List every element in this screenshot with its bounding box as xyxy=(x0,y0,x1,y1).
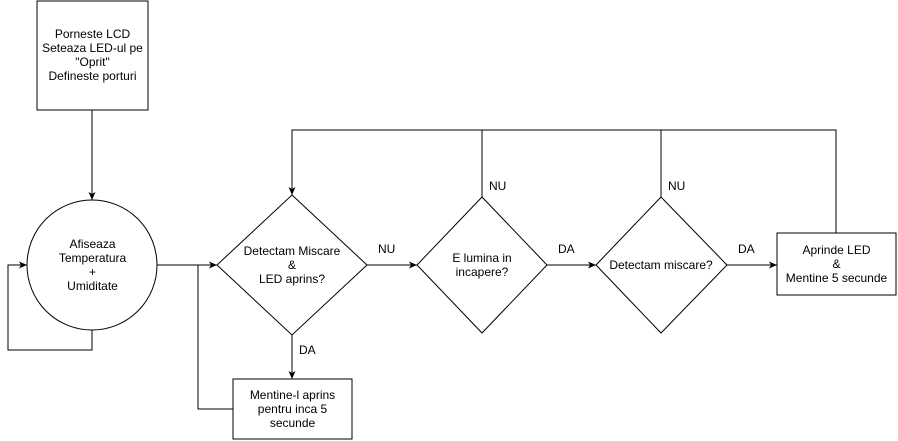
detect-motion-led-label: Detectam Miscare & LED aprins? xyxy=(243,244,341,286)
edge-label-light-no: NU xyxy=(489,179,507,193)
edge-label-light-yes: DA xyxy=(558,242,575,256)
arrow-display-self-loop xyxy=(7,261,93,351)
edge-label-motion-yes: DA xyxy=(738,242,755,256)
arrow-loop-back-top xyxy=(288,129,837,233)
light-in-room-diamond xyxy=(416,196,548,334)
init-box xyxy=(36,0,149,111)
display-label: Afiseaza Temperatura + Umiditate xyxy=(58,237,127,293)
detect-motion-label: Detectam miscare? xyxy=(609,258,713,272)
edge-label-motion-led-yes: DA xyxy=(299,343,316,357)
detect-motion-diamond xyxy=(595,196,728,334)
arrow-keep-on-back xyxy=(197,265,233,410)
keep-on-label: Mentine-l aprins pentru inca 5 secunde xyxy=(249,388,336,430)
init-label: Porneste LCD Seteaza LED-ul pe "Oprit" D… xyxy=(42,27,143,83)
light-in-room-label: E lumina in incapere? xyxy=(452,251,512,279)
turn-on-led-box xyxy=(776,232,897,296)
turn-on-led-label: Aprinde LED & Mentine 5 secunde xyxy=(785,243,888,285)
edge-label-motion-led-no: NU xyxy=(378,242,396,256)
edge-label-motion-no: NU xyxy=(668,179,686,193)
